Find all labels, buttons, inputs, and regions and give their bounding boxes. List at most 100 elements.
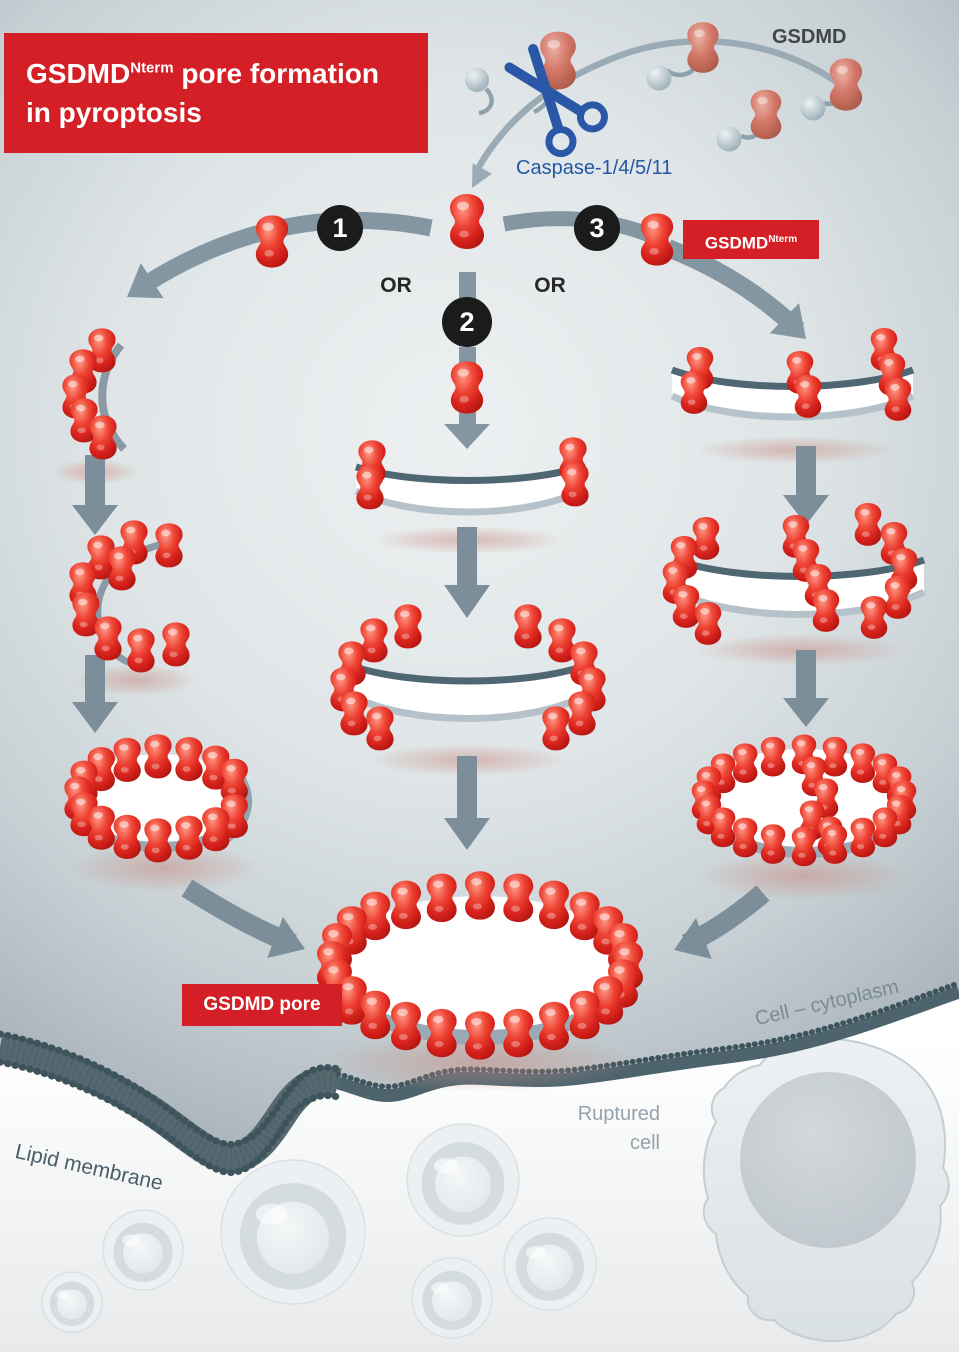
lipid-membrane-band (0, 980, 959, 1177)
gsdmd-nterm-molecule (760, 736, 786, 777)
caspase-label: Caspase-1/4/5/11 (516, 157, 673, 179)
cleavage-arrow (472, 37, 852, 188)
flow-arrow (444, 527, 490, 618)
gsdmd-nterm-molecule (465, 871, 495, 920)
gsdmd-nterm-molecule (694, 601, 722, 645)
gsdmd-nterm-molecule (113, 737, 141, 782)
vesicle-bubble (503, 1217, 597, 1311)
title-box: GSDMDNterm pore formation in pyroptosis (4, 33, 428, 153)
vesicle-bubble (41, 1271, 103, 1333)
gsdmd-nterm-molecule (465, 1011, 495, 1060)
ruptured-line2: cell (629, 1132, 660, 1154)
flow-arrow (783, 446, 829, 525)
gsdmd-nterm-molecule (542, 706, 570, 751)
gsdmd-nterm-molecule (561, 462, 589, 507)
gsdmd-nterm-molecule (850, 743, 876, 783)
gsdmd-nterm-molecule (860, 595, 888, 639)
scissors-icon (504, 44, 608, 158)
vesicle-bubbles (41, 1123, 597, 1339)
step-number-2: 2 (459, 307, 475, 337)
gsdmd-pore-tag: GSDMD pore (182, 984, 342, 1026)
gsdmd-nterm-molecule (426, 873, 457, 923)
step-circle-1 (317, 205, 363, 251)
gsdmd-nterm-molecule (144, 734, 172, 779)
ruptured-cell-nucleus (740, 1072, 916, 1248)
gsdmd-nterm-molecule (710, 807, 736, 848)
title-gene: GSDMD (26, 58, 131, 89)
gsdmd-nterm-molecule (812, 588, 840, 632)
gsdmd-nterm-molecule (503, 873, 534, 923)
gsdmd-nterm-molecule (884, 377, 912, 421)
gsdmd-nterm-molecule (791, 826, 817, 867)
flow-arrow (783, 650, 829, 727)
gsdmd-nterm-molecule (884, 575, 912, 619)
title-sup: Nterm (130, 59, 174, 77)
gsdmd-nterm-molecule (366, 706, 394, 751)
ruptured-cell-shape (702, 1037, 950, 1343)
gsdmd-nterm-molecule (202, 807, 230, 852)
gsdmd-nterm-molecule (732, 817, 758, 858)
vesicle-bubble (102, 1209, 184, 1291)
gsdmd-nterm-molecule (144, 818, 172, 863)
gsdmd-nterm-molecule (87, 805, 115, 850)
gsdmd-nterm-molecule (569, 990, 600, 1040)
flow-arrow (72, 655, 118, 733)
nterm-gene: GSDMD (704, 233, 769, 253)
gsdmd-nterm-molecule (794, 374, 822, 418)
gsdmd-label: GSDMD (772, 26, 847, 48)
ruptured-line1: Ruptured (577, 1103, 660, 1125)
flow-arrow (444, 756, 490, 850)
step-circle-2 (442, 297, 492, 347)
gsdmd-nterm-molecule (822, 736, 848, 777)
gsdmd-nterm-molecule (113, 814, 141, 859)
gsdmd-nterm-molecule (175, 815, 203, 860)
gsdmd-nterm-molecule (391, 880, 421, 930)
gsdmd-nterm-molecule (872, 807, 898, 848)
or-label-right: OR (534, 274, 566, 297)
gsdmd-nterm-molecule (539, 1001, 569, 1051)
gsdmd-nterm-molecule (760, 824, 786, 864)
gsdmd-nterm-molecule (854, 502, 882, 546)
gsdmd-nterm-molecule (426, 1008, 457, 1058)
gsdmd-nterm-molecule (127, 628, 155, 673)
flow-arrow (72, 455, 118, 535)
gsdmd-nterm-molecule (108, 546, 136, 591)
gsdmd-nterm-molecule (391, 1001, 421, 1051)
vesicle-bubble (220, 1159, 366, 1305)
gsdmd-nterm-molecule (162, 622, 190, 667)
gsdmd-nterm-molecule (822, 824, 848, 864)
gsdmd-nterm-tag: GSDMDNterm (683, 220, 819, 259)
gsdmd-nterm-molecule (514, 604, 542, 649)
or-label-left: OR (380, 274, 412, 297)
title-rest: pore formation (173, 58, 379, 89)
gsdmd-nterm-molecule (356, 465, 384, 510)
gsdmd-nterm-molecule (155, 523, 183, 568)
gsdmd-nterm-molecule (680, 370, 708, 414)
title-line2: in pyroptosis (26, 96, 202, 128)
gsdmd-nterm-molecule (175, 737, 203, 782)
fulllength-gsdmd-molecules (465, 22, 863, 152)
ruptured-cell-label: Ruptured cell (556, 1100, 660, 1158)
vesicle-bubble (406, 1123, 520, 1237)
convergence-arrows (181, 879, 770, 959)
step-number-3: 3 (589, 213, 605, 243)
gsdmd-nterm-molecule (539, 880, 569, 930)
step-number-1: 1 (332, 213, 348, 243)
gsdmd-nterm-molecule (394, 604, 422, 649)
gsdmd-nterm-molecule (360, 990, 391, 1040)
vesicle-bubble (411, 1257, 493, 1339)
gsdmd-nterm-molecule (503, 1008, 534, 1058)
gsdmd-nterm-molecule (692, 516, 720, 560)
gsdmd-nterm-molecule (94, 616, 122, 661)
gsdmd-nterm-molecule (850, 817, 876, 858)
title-line1: GSDMDNterm pore formation (26, 55, 428, 94)
nterm-sup: Nterm (768, 234, 798, 245)
gsdmd-nterm-molecule (732, 743, 758, 783)
gsdmd-nterm-molecule (340, 691, 368, 736)
step-circle-3 (574, 205, 620, 251)
pathway-arrows (72, 446, 829, 850)
gsdmd-nterm-molecule (568, 691, 596, 736)
gsdmd-nterm-molecule (672, 584, 700, 628)
